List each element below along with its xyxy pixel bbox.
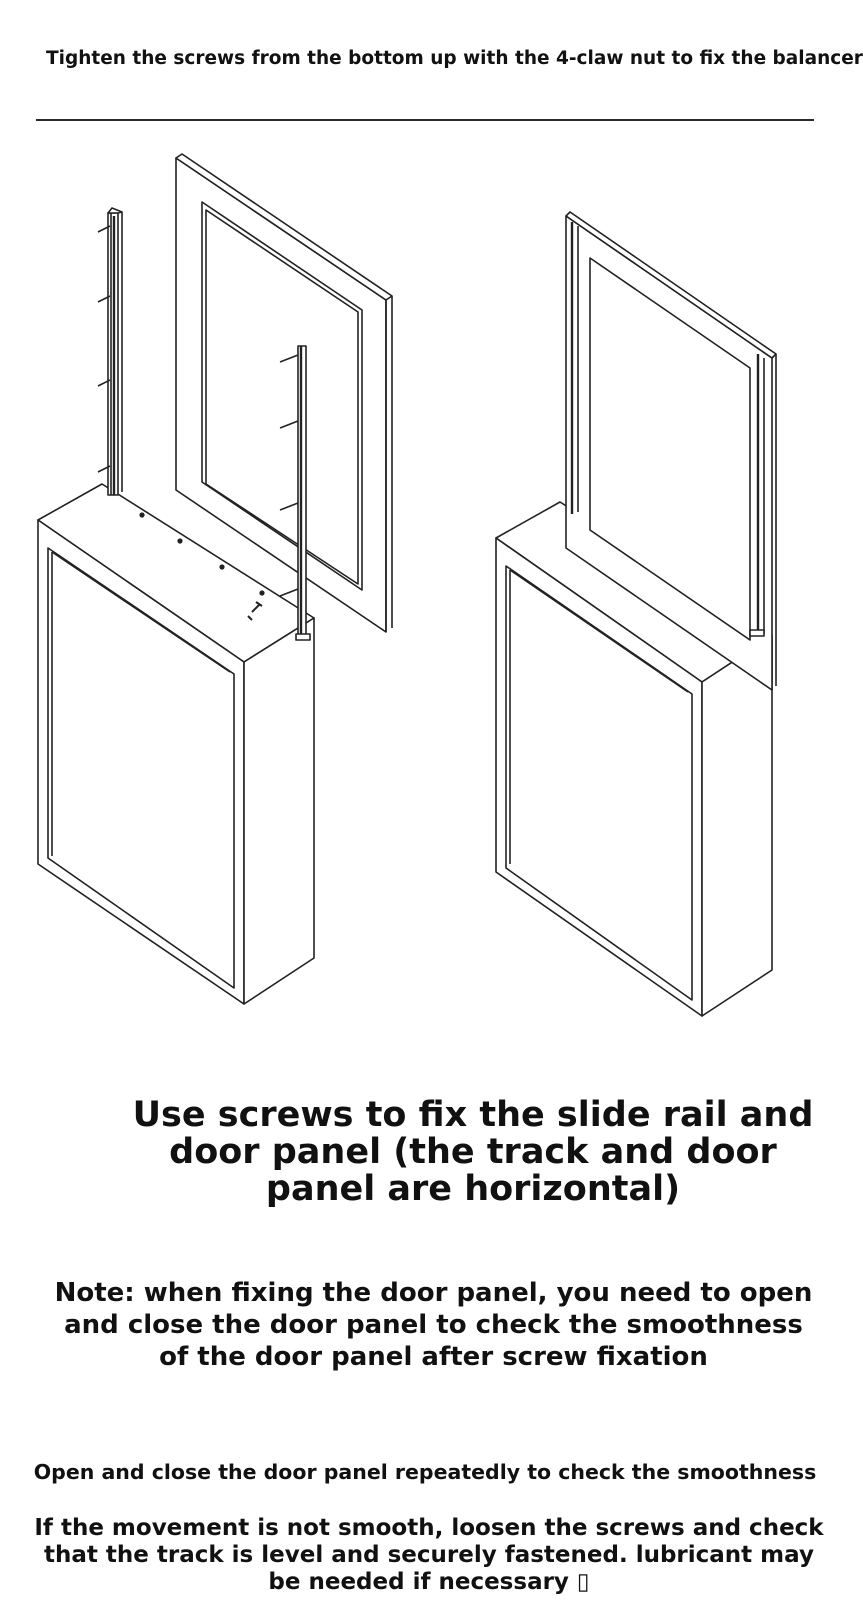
right-slide-rail: [279, 345, 311, 641]
check-caption: Open and close the door panel repeatedly…: [33, 1460, 817, 1484]
divider-line: [36, 119, 814, 121]
main-caption: Use screws to fix the slide rail and doo…: [132, 1095, 814, 1209]
right-figure: [495, 211, 777, 1017]
left-slide-rail: [97, 207, 123, 496]
instruction-heading: Tighten the screws from the bottom up wi…: [46, 48, 863, 69]
tip-caption: If the movement is not smooth, loosen th…: [34, 1515, 824, 1595]
note-caption: Note: when fixing the door panel, you ne…: [54, 1278, 813, 1372]
left-figure: [37, 153, 393, 1005]
right-door-panel-mounted: [565, 211, 777, 691]
left-door-panel: [175, 153, 393, 633]
left-cabinet: [37, 483, 315, 1005]
assembly-diagram: [37, 153, 777, 1017]
